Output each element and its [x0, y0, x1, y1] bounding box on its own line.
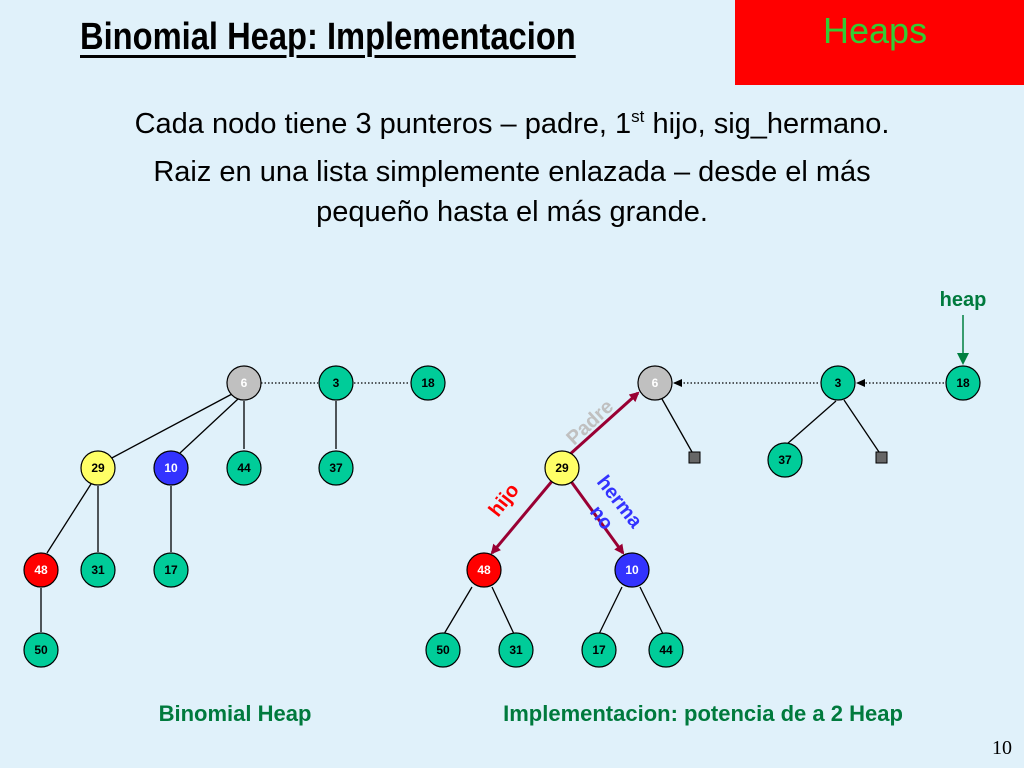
tree-node-17 [153, 552, 189, 588]
tree-node-44 [648, 632, 684, 668]
tree-node-label: 37 [329, 461, 343, 475]
tree-node-48 [23, 552, 59, 588]
tree-node-label: 17 [592, 643, 606, 657]
null-pointer-square [688, 451, 701, 464]
right-tree-edges [443, 398, 880, 635]
padre-pointer-arrow [566, 391, 640, 458]
tree-node-50 [425, 632, 461, 668]
tree-node-10 [153, 450, 189, 486]
tree-node-label: 50 [436, 643, 450, 657]
tree-node-label: 50 [34, 643, 48, 657]
tree-node-label: 31 [509, 643, 523, 657]
tree-node-label: 44 [659, 643, 673, 657]
slide-title: Binomial Heap: Implementacion [80, 16, 576, 58]
tree-node-label: 6 [652, 376, 659, 390]
hermano-pointer-arrow [568, 479, 625, 555]
tree-node-label: 37 [778, 453, 792, 467]
tree-node-label: 29 [555, 461, 569, 475]
tree-node-label: 18 [421, 376, 435, 390]
tree-node-10 [614, 552, 650, 588]
caption-implementation: Implementacion: potencia de a 2 Heap [503, 701, 903, 726]
tree-node-label: 3 [835, 376, 842, 390]
tree-node-18 [410, 365, 446, 401]
tree-node-label: 10 [625, 563, 639, 577]
tree-node-6 [637, 365, 673, 401]
tree-node-31 [80, 552, 116, 588]
tree-node-44 [226, 450, 262, 486]
section-tag: Heaps [735, 0, 1024, 85]
tree-node-6 [226, 365, 262, 401]
tree-node-3 [318, 365, 354, 401]
tree-node-label: 44 [237, 461, 251, 475]
tree-node-label: 3 [333, 376, 340, 390]
tree-node-label: 48 [34, 563, 48, 577]
page-number: 10 [992, 737, 1012, 759]
heap-label: heap [940, 289, 987, 311]
hijo-pointer-arrow [490, 479, 555, 555]
bullet-root-list: Raiz en una lista simplemente enlazada –… [153, 156, 871, 228]
tree-node-29 [80, 450, 116, 486]
tree-node-37 [318, 450, 354, 486]
tree-node-29 [544, 450, 580, 486]
tree-node-label: 31 [91, 563, 105, 577]
tree-node-label: 48 [477, 563, 491, 577]
tree-node-label: 6 [241, 376, 248, 390]
tree-node-37 [767, 442, 803, 478]
bullet-pointers: Cada nodo tiene 3 punteros – padre, 1st … [134, 107, 890, 140]
tree-node-48 [466, 552, 502, 588]
tree-node-3 [820, 365, 856, 401]
hijo-label: hijo [485, 480, 524, 522]
tree-node-label: 18 [956, 376, 970, 390]
tree-node-31 [498, 632, 534, 668]
null-pointer-square [875, 451, 888, 464]
tree-node-50 [23, 632, 59, 668]
tree-node-17 [581, 632, 617, 668]
tree-node-label: 10 [164, 461, 178, 475]
tree-node-label: 17 [164, 563, 178, 577]
section-tag-label: Heaps [823, 10, 928, 51]
right-power-of-two-heap: 6 3 18 37 29 48 10 50 31 17 44 [425, 365, 981, 668]
left-binomial-heap: 6 3 18 29 10 44 37 48 31 17 50 [23, 365, 446, 668]
caption-binomial-heap: Binomial Heap [159, 701, 312, 726]
tree-node-label: 29 [91, 461, 105, 475]
left-tree-edges [40, 393, 337, 632]
tree-node-18 [945, 365, 981, 401]
padre-label: Padre [562, 396, 618, 450]
